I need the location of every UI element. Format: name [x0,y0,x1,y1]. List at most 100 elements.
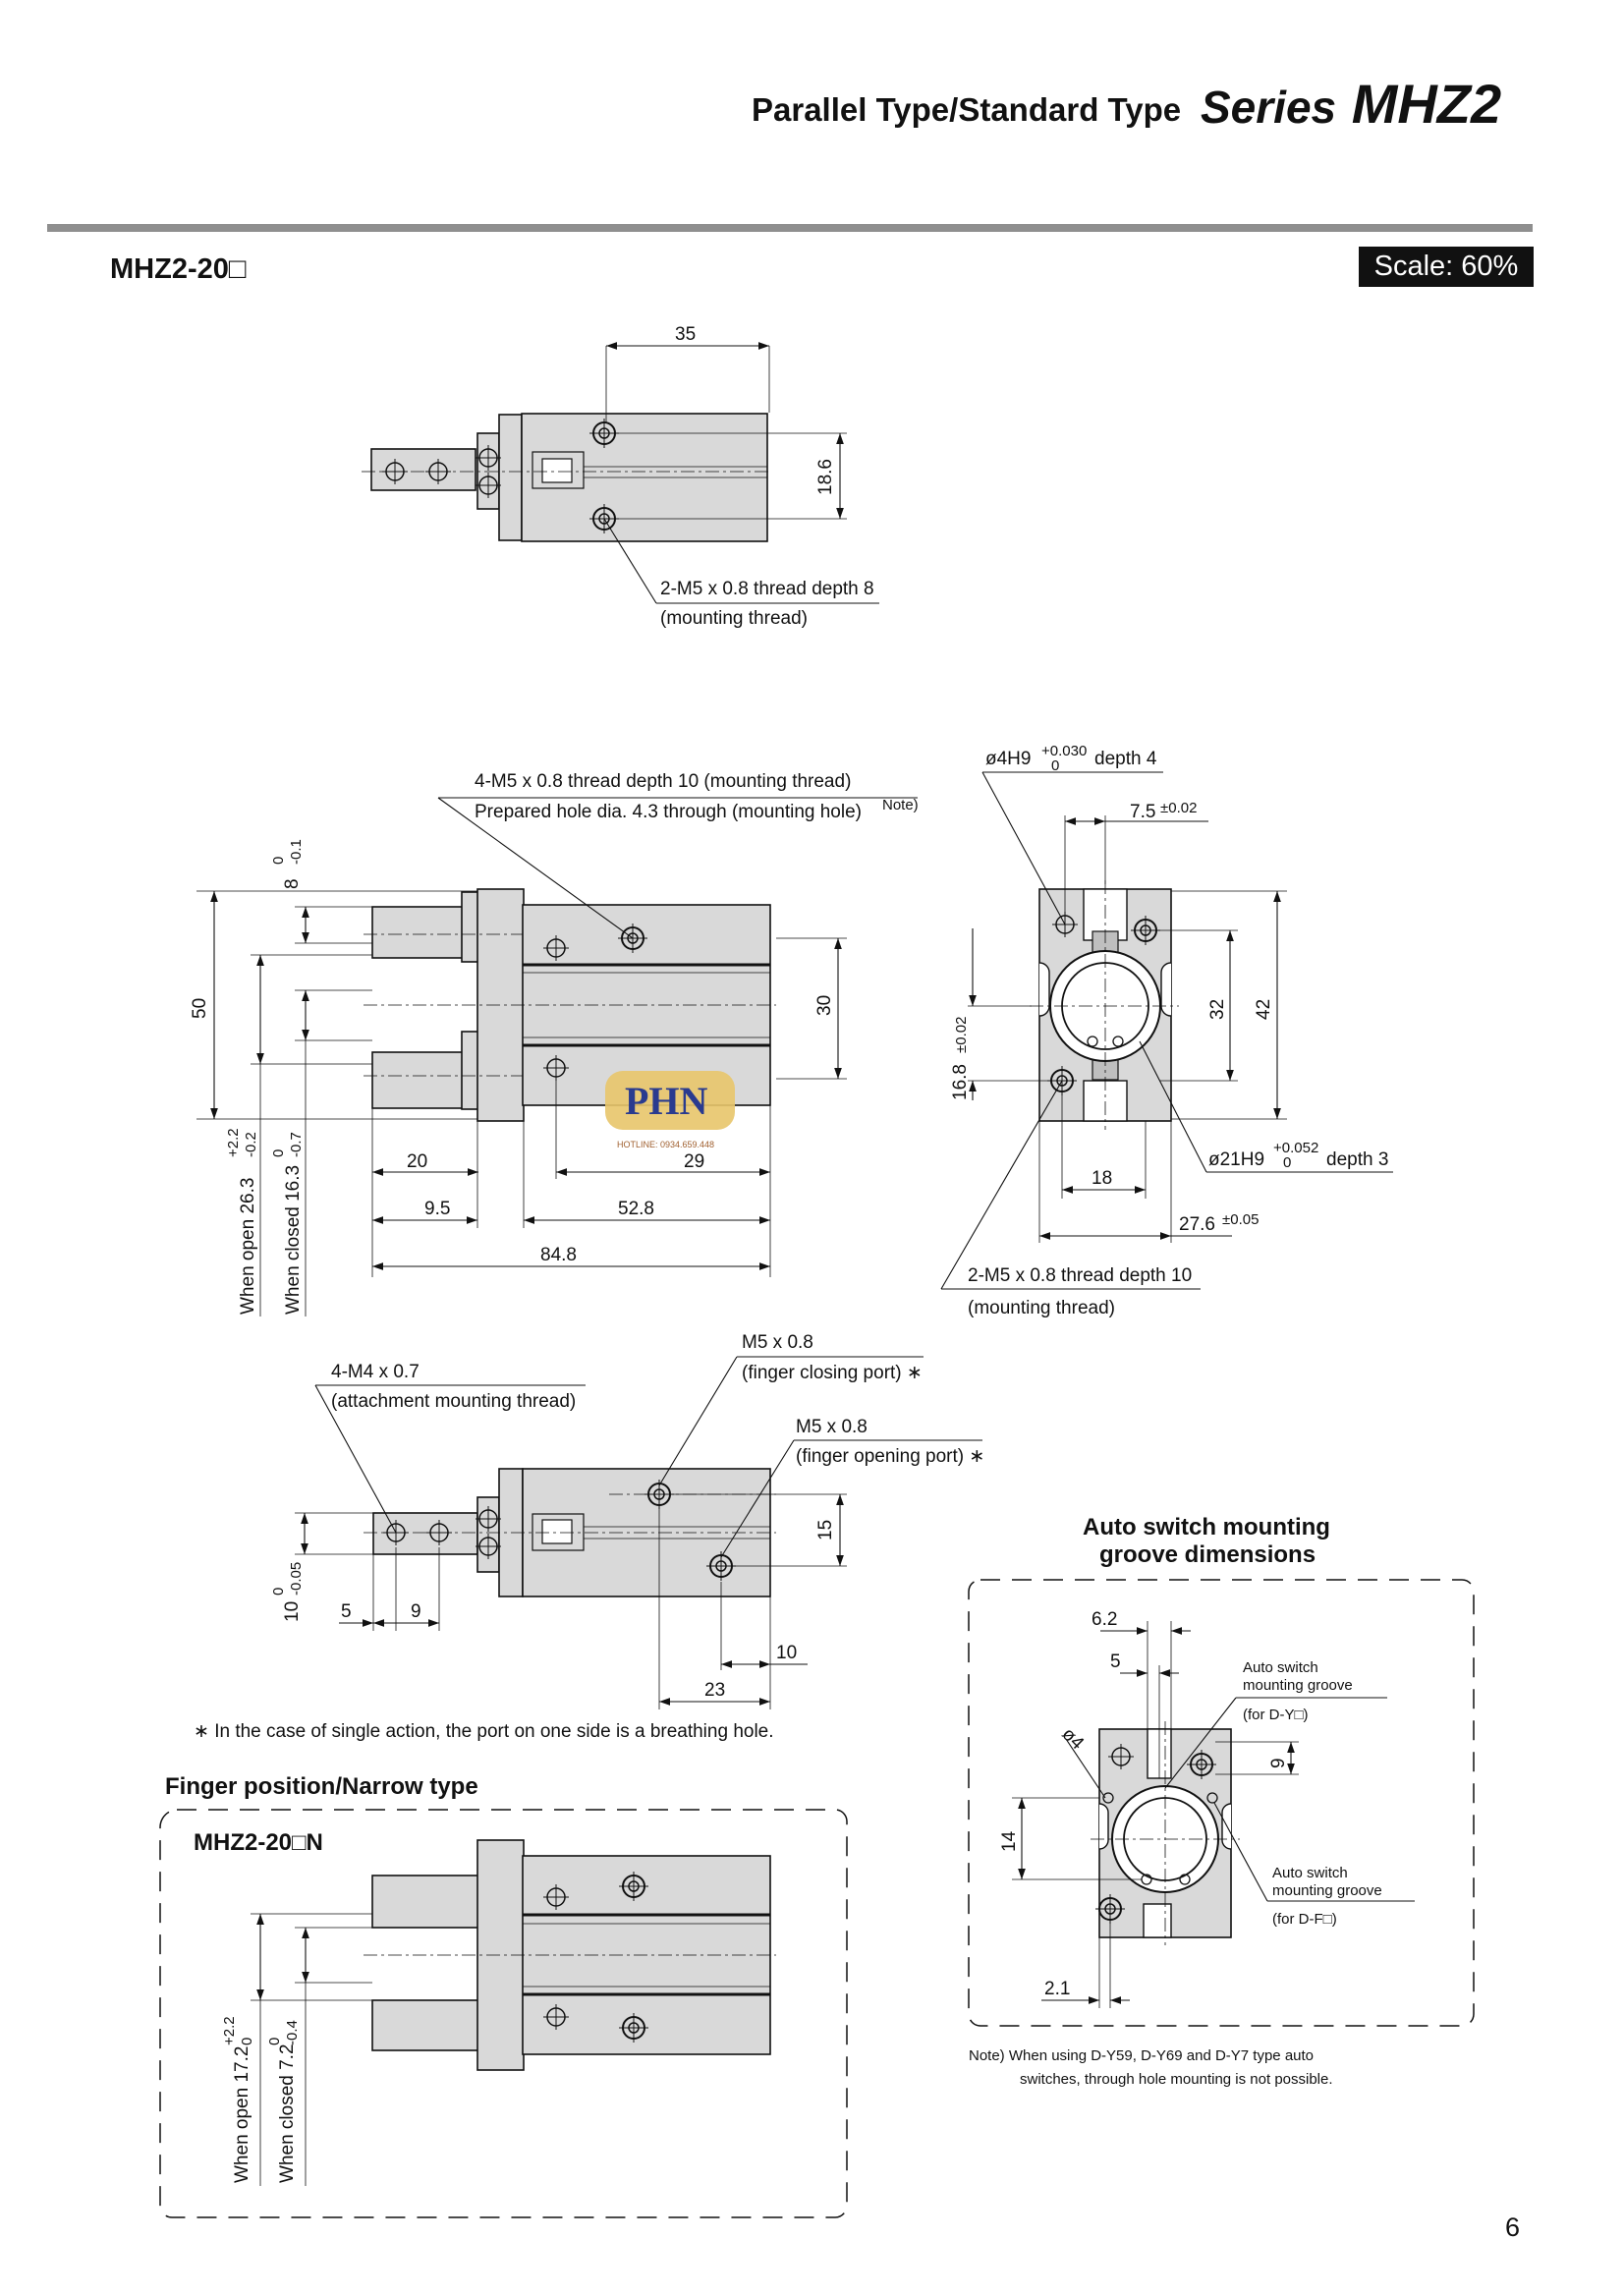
closed-tol-upper: 0 [270,1149,287,1157]
narrow-open-label: When open 17.2 [232,2046,252,2183]
watermark-text: PHN [625,1079,708,1123]
footnote: ∗ In the case of single action, the port… [194,1721,774,1742]
att-line2: (attachment mounting thread) [331,1391,576,1412]
dim-42: 42 [1254,999,1274,1020]
front-note-sup: Note) [882,797,919,813]
top-flange [498,414,523,541]
groove-f-line2: mounting groove [1272,1882,1382,1899]
front-note-line1: 4-M5 x 0.8 thread depth 10 (mounting thr… [475,771,851,792]
groove-y-line2: mounting groove [1243,1677,1353,1694]
dim-23: 23 [704,1680,725,1701]
dim-52-8: 52.8 [618,1199,654,1219]
close-port-line2: (finger closing port) ∗ [742,1363,923,1383]
dim-5: 5 [341,1601,352,1622]
page-number: 6 [1505,2212,1521,2242]
front-finger-upper [371,906,479,959]
dim-9: 9 [411,1601,421,1622]
header-rule [47,224,1533,232]
dim-16-8: 16.8 [950,1064,971,1100]
dim-10: 10 [776,1643,797,1663]
dim-10-vert: 10 [282,1601,303,1622]
tol-10-lower: -0.05 [288,1562,305,1596]
dim-30: 30 [814,995,835,1016]
front-view: 4-M5 x 0.8 thread depth 10 (mounting thr… [190,771,919,1316]
bottom-finger [372,1512,478,1555]
tol-7-5: ±0.02 [1160,800,1197,816]
open-tol-upper: +2.2 [225,1128,242,1157]
side-bore-tol-lower: 0 [1283,1154,1291,1171]
header-series: Series MHZ2 [1201,72,1501,136]
dim-20: 20 [407,1151,427,1172]
groove-dim-phi4: ø4 [1057,1724,1088,1755]
dim-9-5: 9.5 [424,1199,450,1219]
tol-16-8: ±0.02 [953,1017,970,1053]
side-bore-depth: depth 3 [1326,1149,1388,1170]
dim-15: 15 [815,1520,836,1540]
dim-84-8: 84.8 [540,1245,577,1265]
series-code: MHZ2 [1351,73,1502,135]
model-title: MHZ2-20□ [110,253,247,285]
groove-note-line1: Note) When using D-Y59, D-Y69 and D-Y7 t… [969,2047,1314,2064]
tol-8-upper: 0 [270,857,287,865]
bottom-view: 4-M4 x 0.7 (attachment mounting thread) … [194,1332,984,1742]
front-note-line2: Prepared hole dia. 4.3 through (mounting… [475,802,862,822]
closed-label: When closed 16.3 [283,1165,304,1315]
tol-10-upper: 0 [270,1588,287,1596]
narrow-model: MHZ2-20□N [194,1829,323,1856]
narrow-title: Finger position/Narrow type [165,1773,478,1800]
groove-title-line2: groove dimensions [1099,1541,1316,1568]
groove-title-line1: Auto switch mounting [1083,1514,1330,1540]
groove-dim-6-2: 6.2 [1092,1609,1117,1630]
narrow-closed-label: When closed 7.2 [277,2044,298,2183]
closed-tol-lower: -0.7 [288,1132,305,1157]
narrow-open-tol-lower: 0 [239,2038,255,2045]
dim-7-5: 7.5 [1130,802,1155,822]
groove-y-line1: Auto switch [1243,1659,1318,1676]
dim-50: 50 [190,998,210,1019]
side-bore-tol-upper: +0.052 [1273,1140,1318,1156]
groove-f-line1: Auto switch [1272,1865,1348,1881]
top-note-line2: (mounting thread) [660,608,808,629]
watermark-small: HOTLINE: 0934.659.448 [617,1140,714,1149]
open-tol-lower: -0.2 [243,1132,259,1157]
tol-8-lower: -0.1 [288,839,305,865]
side-note-line2: (mounting thread) [968,1298,1115,1318]
narrow-open-tol-upper: +2.2 [221,2016,238,2045]
groove-y-line3: (for D-Y□) [1243,1707,1309,1723]
dim-27-6: 27.6 [1179,1214,1215,1235]
side-bore-label: ø21H9 [1208,1149,1264,1170]
narrow-closed-tol-upper: 0 [266,2038,283,2045]
series-word: Series [1201,82,1337,133]
groove-dim-14: 14 [999,1830,1020,1852]
dim-32: 32 [1207,999,1228,1020]
groove-dim-9: 9 [1268,1758,1289,1768]
narrow-type-panel: Finger position/Narrow type MHZ2-20□N Wh… [159,1773,848,2218]
scale-badge: Scale: 60% [1359,247,1534,287]
groove-note-line2: switches, through hole mounting is not p… [1020,2071,1333,2088]
header-title: Parallel Type/Standard Type [752,91,1182,128]
close-port-line1: M5 x 0.8 [742,1332,813,1353]
open-port-line1: M5 x 0.8 [796,1417,868,1437]
side-hole-depth: depth 4 [1094,749,1157,769]
front-finger-lower [371,1051,479,1109]
side-hole-label: ø4H9 [985,749,1031,769]
groove-dim-2-1: 2.1 [1044,1979,1070,1999]
dim-18: 18 [1092,1168,1112,1189]
dim-29: 29 [684,1151,704,1172]
tol-27-6: ±0.05 [1222,1211,1259,1228]
groove-f-line3: (for D-F□) [1272,1911,1337,1928]
dim-8: 8 [282,878,303,889]
top-finger [370,448,476,491]
open-port-line2: (finger opening port) ∗ [796,1446,984,1467]
groove-panel: Auto switch mounting groove dimensions 6… [968,1514,1475,2088]
side-view: ø4H9 +0.030 0 depth 4 7.5 ±0.02 16.8 ±0.… [940,743,1393,1318]
watermark-logo: PHN HOTLINE: 0934.659.448 [605,1071,735,1149]
groove-dim-5: 5 [1110,1652,1121,1672]
top-note-line1: 2-M5 x 0.8 thread depth 8 [660,579,874,599]
narrow-closed-tol-lower: -0.4 [284,2020,301,2045]
top-view: 35 18.6 2-M5 x 0.8 thread depth 8 (mount… [362,324,879,629]
open-label: When open 26.3 [238,1178,258,1315]
dim-35: 35 [675,324,696,345]
side-hole-tol-upper: +0.030 [1041,743,1087,759]
